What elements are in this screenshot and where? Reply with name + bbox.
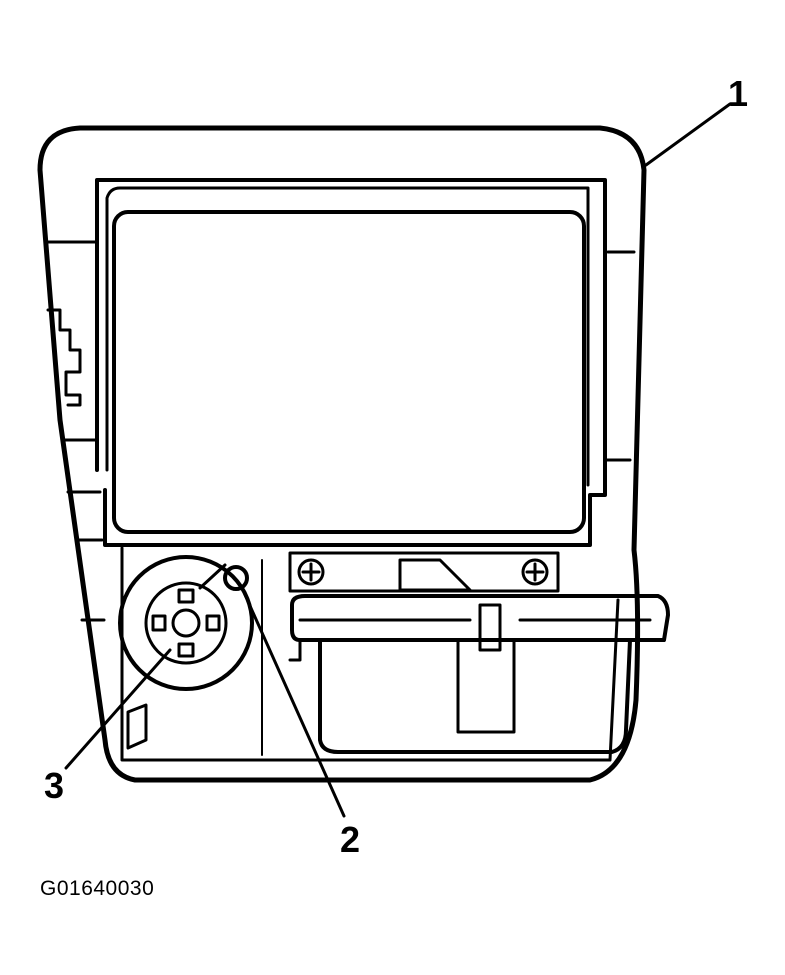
module-connector: [456, 638, 516, 734]
inner-frame: [105, 186, 590, 487]
knob-lugs: [151, 588, 221, 658]
leader-2: [240, 586, 346, 818]
leader-3: [64, 648, 172, 770]
callout-1: 1: [728, 73, 749, 114]
outer-housing: [37, 125, 647, 783]
slide-rail: [290, 594, 670, 642]
outer-frame: [95, 178, 607, 547]
latch: [398, 558, 472, 592]
display-window: [112, 210, 586, 534]
figure-code: G01640030: [40, 877, 155, 900]
left-clip: [46, 308, 82, 407]
module-body: [318, 638, 632, 754]
knob-ring: [144, 581, 228, 665]
slide-rail-slot: [298, 603, 652, 652]
bottom-tab: [126, 703, 148, 750]
callout-3: 3: [44, 765, 65, 806]
pin-guide: [198, 563, 227, 590]
module-hook: [288, 638, 302, 662]
leader-1: [644, 102, 732, 167]
screw-right-slot: [525, 562, 545, 582]
screw-right: [521, 558, 549, 586]
knob-outer: [118, 555, 254, 691]
knob-center: [171, 608, 201, 638]
lower-panel: [120, 546, 620, 762]
side-ribs: [46, 240, 636, 622]
locator-pin: [223, 565, 249, 591]
callout-2: 2: [340, 819, 361, 860]
screw-left: [297, 558, 325, 586]
screw-left-slot: [301, 562, 321, 582]
